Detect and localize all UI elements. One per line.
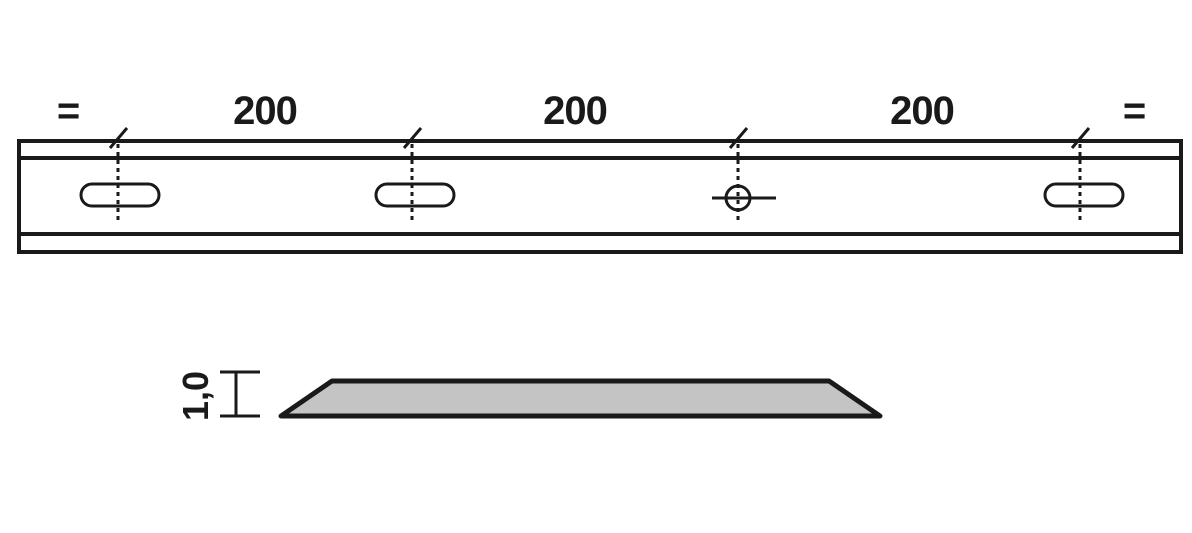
- blade-profile: [278, 378, 883, 419]
- right-edge-equal-label: =: [1123, 89, 1145, 133]
- thickness-dimension: 1,0: [175, 370, 260, 421]
- blade-plan-view: [17, 139, 1183, 254]
- left-edge-equal-label: =: [57, 89, 79, 133]
- slot-hole-icon: [1043, 127, 1125, 222]
- blade-section-view: [278, 378, 883, 419]
- slot-hole-icon: [79, 127, 161, 222]
- thickness-label: 1,0: [175, 371, 216, 421]
- round-hole-icon: [712, 127, 776, 222]
- spacing-label-2: 200: [543, 89, 607, 133]
- spacing-label-3: 200: [890, 89, 954, 133]
- spacing-label-1: 200: [233, 89, 297, 133]
- slot-hole-icon: [374, 127, 456, 222]
- blade-outline: [17, 139, 1183, 254]
